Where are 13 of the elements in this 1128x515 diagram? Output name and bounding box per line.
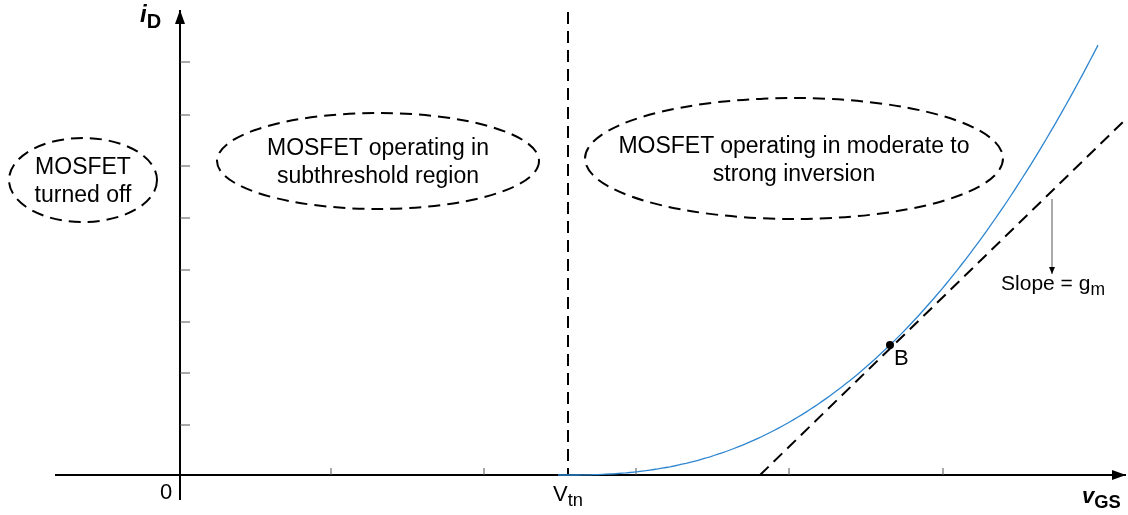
origin-label: 0 xyxy=(160,480,173,504)
axis-label: i$_{D}$ xyxy=(140,2,162,33)
point-label: B xyxy=(894,346,909,370)
region-label: MOSFET turned off xyxy=(33,152,133,208)
region-label: MOSFET operating in moderate to strong inversion xyxy=(617,130,971,187)
slope-text: Slope = g$_{m}$ xyxy=(1001,269,1105,302)
region-ellipse xyxy=(8,137,158,223)
region-ellipse xyxy=(584,97,1004,220)
region-ellipse xyxy=(216,112,540,210)
tick-label: V$_{tn}$ xyxy=(553,482,583,513)
axis-label: v$_{GS}$ xyxy=(1082,484,1121,515)
leader-line xyxy=(1049,198,1055,275)
region-label: MOSFET operating in subthreshold region xyxy=(266,133,490,189)
